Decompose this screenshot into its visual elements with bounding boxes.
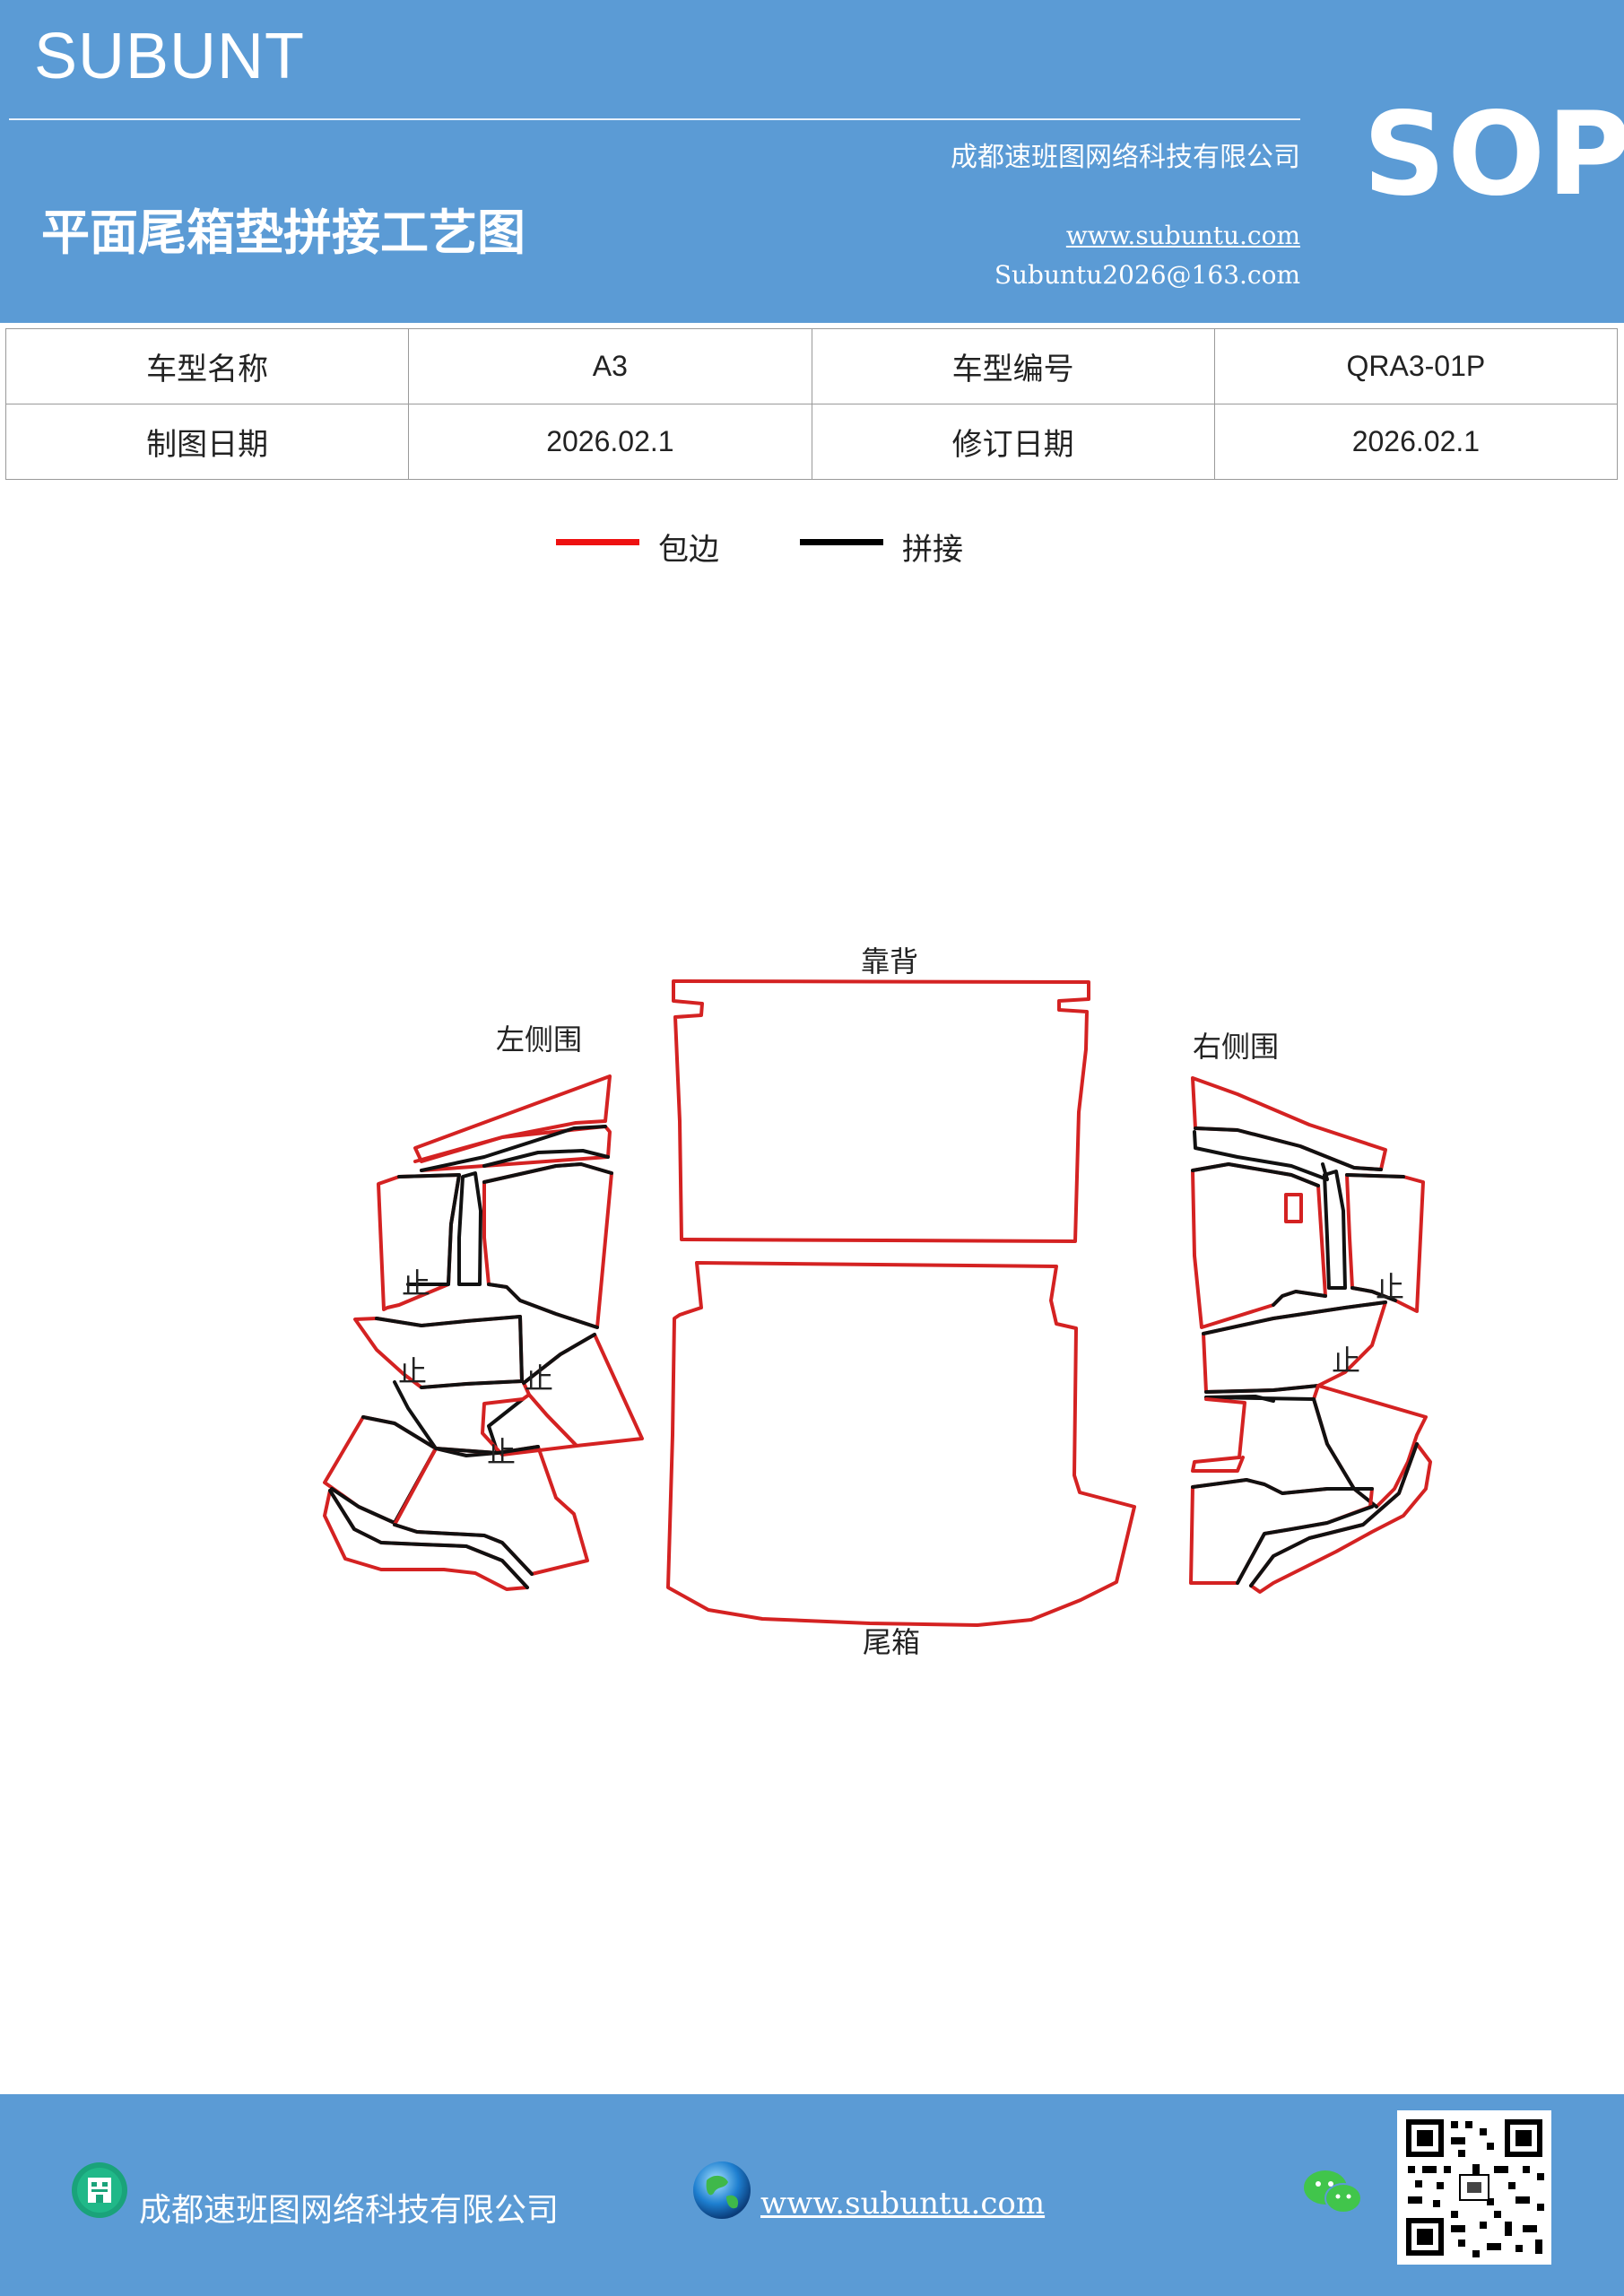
header-company: 成都速班图网络科技有限公司 bbox=[951, 142, 1300, 173]
model-name-label: 车型名称 bbox=[4, 328, 410, 404]
left-side-label: 左侧围 bbox=[496, 1022, 582, 1057]
brand-name: SUBUNT bbox=[34, 21, 306, 92]
revision-date-value: 2026.02.1 bbox=[1213, 404, 1619, 480]
header-divider bbox=[9, 118, 1300, 120]
legend-seam-swatch bbox=[800, 539, 883, 545]
stop-mark: 止 bbox=[398, 1354, 427, 1388]
qr-code bbox=[1397, 2110, 1551, 2265]
model-code-label: 车型编号 bbox=[811, 328, 1215, 404]
legend-edge-swatch bbox=[556, 539, 639, 545]
legend-edge-label: 包边 bbox=[658, 532, 719, 568]
left-side-panel bbox=[323, 1074, 644, 1591]
trunk-piece bbox=[666, 1261, 1136, 1627]
legend-seam-label: 拼接 bbox=[902, 532, 963, 568]
document-title: 平面尾箱垫拼接工艺图 bbox=[41, 204, 525, 261]
table-row: 制图日期 2026.02.1 修订日期 2026.02.1 bbox=[4, 404, 1619, 480]
building-icon bbox=[72, 2162, 127, 2218]
revision-date-label: 修订日期 bbox=[811, 404, 1215, 480]
stop-mark: 止 bbox=[1332, 1344, 1360, 1378]
header-website-link[interactable]: www.subuntu.com bbox=[1065, 221, 1300, 250]
footer-company: 成都速班图网络科技有限公司 bbox=[139, 2192, 560, 2229]
model-code-value: QRA3-01P bbox=[1213, 328, 1619, 404]
right-cutout bbox=[1284, 1193, 1303, 1223]
drawing-date-value: 2026.02.1 bbox=[408, 404, 812, 480]
header-banner: SUBUNT 成都速班图网络科技有限公司 平面尾箱垫拼接工艺图 www.subu… bbox=[0, 0, 1624, 323]
table-row: 车型名称 A3 车型编号 QRA3-01P bbox=[4, 328, 1619, 404]
right-side-panel bbox=[1189, 1076, 1432, 1594]
header-email: Subuntu2026@163.com bbox=[994, 260, 1300, 290]
right-side-label: 右侧围 bbox=[1193, 1030, 1279, 1064]
footer-banner: 成都速班图网络科技有限公司 www.subuntu.com bbox=[0, 2094, 1624, 2296]
backrest-piece bbox=[672, 979, 1090, 1243]
globe-icon bbox=[693, 2161, 751, 2219]
wechat-icon bbox=[1304, 2170, 1362, 2213]
stop-mark: 止 bbox=[525, 1361, 553, 1396]
model-name-value: A3 bbox=[408, 328, 812, 404]
footer-website-link[interactable]: www.subuntu.com bbox=[760, 2186, 1046, 2222]
info-table: 车型名称 A3 车型编号 QRA3-01P 制图日期 2026.02.1 修订日… bbox=[4, 328, 1619, 480]
trunk-label: 尾箱 bbox=[863, 1625, 920, 1659]
legend: 包边 拼接 bbox=[0, 525, 1624, 578]
stop-mark: 止 bbox=[487, 1435, 516, 1469]
drawing-date-label: 制图日期 bbox=[4, 404, 410, 480]
stop-mark: 止 bbox=[1376, 1270, 1404, 1304]
stop-mark: 止 bbox=[402, 1266, 430, 1300]
backrest-label: 靠背 bbox=[861, 944, 918, 978]
sop-badge: SOP bbox=[1363, 88, 1624, 222]
